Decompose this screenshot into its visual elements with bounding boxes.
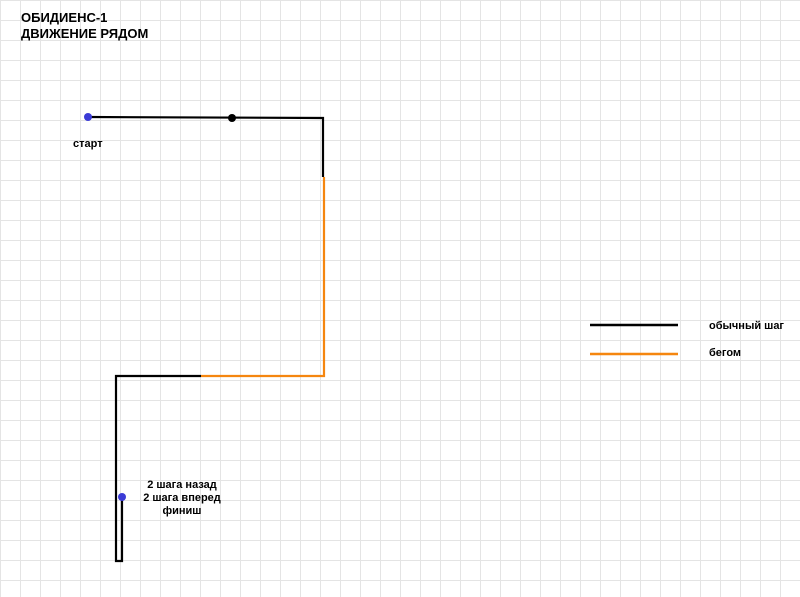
checkpoint-marker — [228, 114, 236, 122]
finish-note-line-2: 2 шага вперед — [143, 492, 221, 504]
title-line-2: ДВИЖЕНИЕ РЯДОМ — [21, 26, 149, 41]
start-label: старт — [73, 138, 103, 150]
start-marker — [84, 113, 92, 121]
title-line-1: ОБИДИЕНС-1 — [21, 10, 108, 25]
legend-label-normal: обычный шаг — [709, 320, 785, 332]
legend-label-run: бегом — [709, 347, 742, 359]
route-segment-normal-top — [87, 115, 325, 177]
finish-note-line-3: финиш — [162, 505, 202, 517]
route-segment-run — [201, 177, 326, 378]
finish-note: 2 шага назад 2 шага вперед финиш — [138, 479, 226, 518]
diagram-title: ОБИДИЕНС-1 ДВИЖЕНИЕ РЯДОМ — [21, 10, 148, 42]
route-segment-normal-bottom — [114, 374, 201, 563]
finish-marker — [118, 493, 126, 501]
finish-note-line-1: 2 шага назад — [147, 479, 217, 491]
